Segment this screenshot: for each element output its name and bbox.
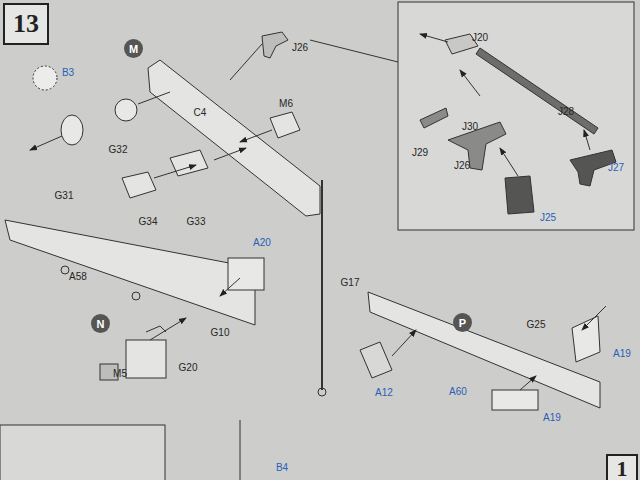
part-number: A58 [68,272,88,282]
part-number: A19 [612,349,632,359]
part-number: C4 [193,108,208,118]
part-number: G25 [526,320,547,330]
step-number-box: 13 [3,3,49,45]
part-number: A60 [448,387,468,397]
part-number: A20 [252,238,272,248]
sub-step-circle: N [91,314,110,333]
step-number-box: 1 [606,454,638,480]
part-number: M6 [278,99,294,109]
node-text: N [97,318,105,330]
node-text: M [129,43,138,55]
node-text: 1 [617,456,628,480]
part-number: G34 [138,217,159,227]
part-number: A12 [374,388,394,398]
node-text: 13 [13,9,39,39]
part-number: G17 [340,278,361,288]
part-number: G32 [108,145,129,155]
part-number: B4 [275,463,289,473]
part-number: G10 [210,328,231,338]
part-number: G33 [186,217,207,227]
node-text: P [459,317,466,329]
sub-step-circle: P [453,313,472,332]
part-number: A19 [542,413,562,423]
part-number: G31 [54,191,75,201]
part-number: J27 [607,163,625,173]
sub-step-circle: M [124,39,143,58]
part-number: J28 [557,107,575,117]
part-number: M5 [112,369,128,379]
part-number: J26 [291,43,309,53]
part-number: J29 [411,148,429,158]
part-number: J30 [461,122,479,132]
part-number: G20 [178,363,199,373]
part-number: J25 [539,213,557,223]
part-number: J20 [471,33,489,43]
part-number: J26 [453,161,471,171]
part-number: B3 [61,68,75,78]
